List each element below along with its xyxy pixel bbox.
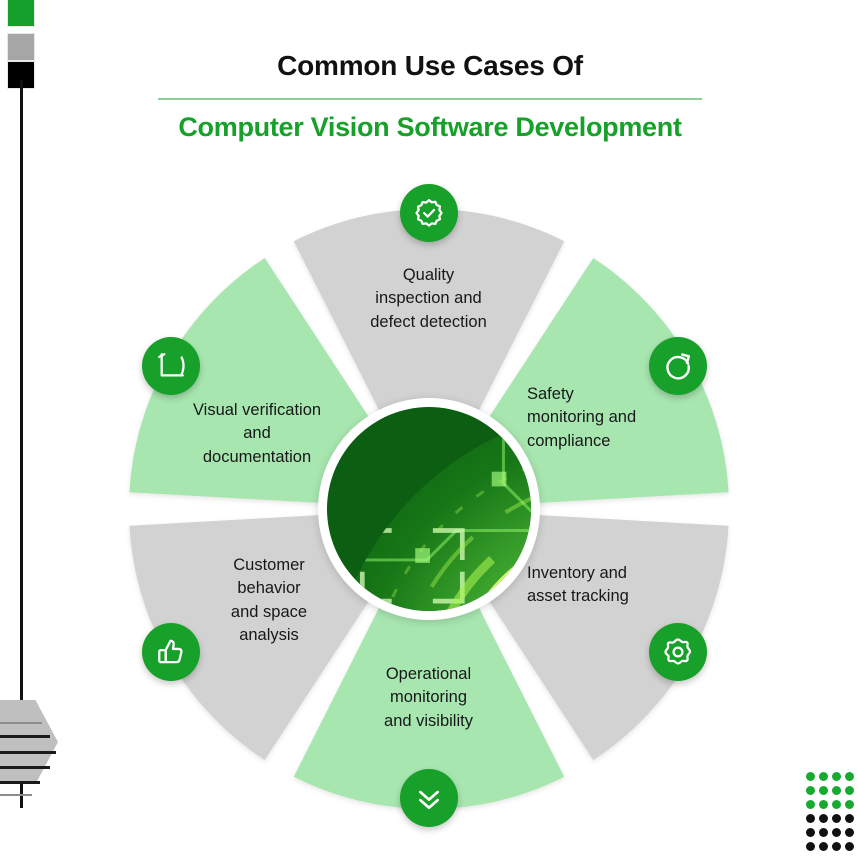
decorative-dot [832, 786, 841, 795]
wheel-segment-inventory-asset-tracking[interactable] [488, 515, 729, 761]
segment-icon-badge-visual-verification[interactable] [142, 337, 200, 395]
decorative-square-gray [7, 33, 35, 61]
decorative-dot [845, 842, 854, 851]
decorative-dot [845, 800, 854, 809]
segment-icon-badge-safety-monitoring[interactable] [649, 337, 707, 395]
decorative-dot [845, 814, 854, 823]
decorative-dot [832, 772, 841, 781]
decorative-hline-1 [0, 722, 42, 724]
use-case-wheel: Quality inspection and defect detection … [129, 209, 729, 810]
decorative-dot [806, 828, 815, 837]
decorative-dot [832, 842, 841, 851]
segment-icon-badge-operational-monitoring[interactable] [400, 769, 458, 827]
decorative-hline-3 [0, 751, 56, 754]
thumbs-up-icon [155, 636, 187, 668]
decorative-dot [819, 814, 828, 823]
center-eye-ring [318, 398, 540, 620]
decorative-dot [819, 772, 828, 781]
decorative-hline-2 [0, 735, 50, 738]
decorative-dot [832, 814, 841, 823]
title-divider [158, 98, 702, 100]
verified-check-badge-icon [413, 197, 445, 229]
decorative-dot [845, 772, 854, 781]
refresh-clockwise-icon [662, 350, 694, 382]
decorative-vertical-line [20, 80, 23, 808]
gear-icon [662, 636, 694, 668]
decorative-hexagon [0, 700, 58, 784]
wheel-segment-safety-monitoring[interactable] [488, 257, 729, 503]
decorative-square-green [7, 0, 35, 27]
decorative-dot [832, 800, 841, 809]
decorative-dot [845, 828, 854, 837]
decorative-dot [806, 814, 815, 823]
page-title-primary: Common Use Cases Of [277, 50, 583, 81]
decorative-dot [819, 800, 828, 809]
decorative-dot [845, 786, 854, 795]
segment-icon-badge-customer-behavior[interactable] [142, 623, 200, 681]
decorative-dot-grid [806, 772, 858, 856]
wheel-segment-customer-behavior[interactable] [129, 515, 370, 761]
computer-vision-eye-image [327, 407, 531, 611]
page-title-block: Common Use Cases Of Computer Vision Soft… [158, 50, 702, 143]
wheel-segment-quality-inspection[interactable] [293, 209, 565, 413]
wheel-segment-visual-verification[interactable] [129, 257, 370, 503]
decorative-dot [806, 800, 815, 809]
decorative-dot [819, 842, 828, 851]
segment-icon-badge-quality-inspection[interactable] [400, 184, 458, 242]
double-chevron-down-icon [413, 782, 445, 814]
decorative-hline-6 [0, 794, 32, 796]
decorative-dot [832, 828, 841, 837]
crop-angle-icon [155, 350, 187, 382]
segment-icon-badge-inventory-tracking[interactable] [649, 623, 707, 681]
decorative-dot [819, 786, 828, 795]
decorative-hline-5 [0, 781, 40, 784]
wheel-segment-operational-monitoring[interactable] [293, 605, 565, 810]
page-title-secondary: Computer Vision Software Development [178, 112, 682, 142]
decorative-hline-4 [0, 766, 50, 769]
decorative-dot [806, 786, 815, 795]
decorative-dot [806, 842, 815, 851]
decorative-dot [806, 772, 815, 781]
decorative-dot [819, 828, 828, 837]
